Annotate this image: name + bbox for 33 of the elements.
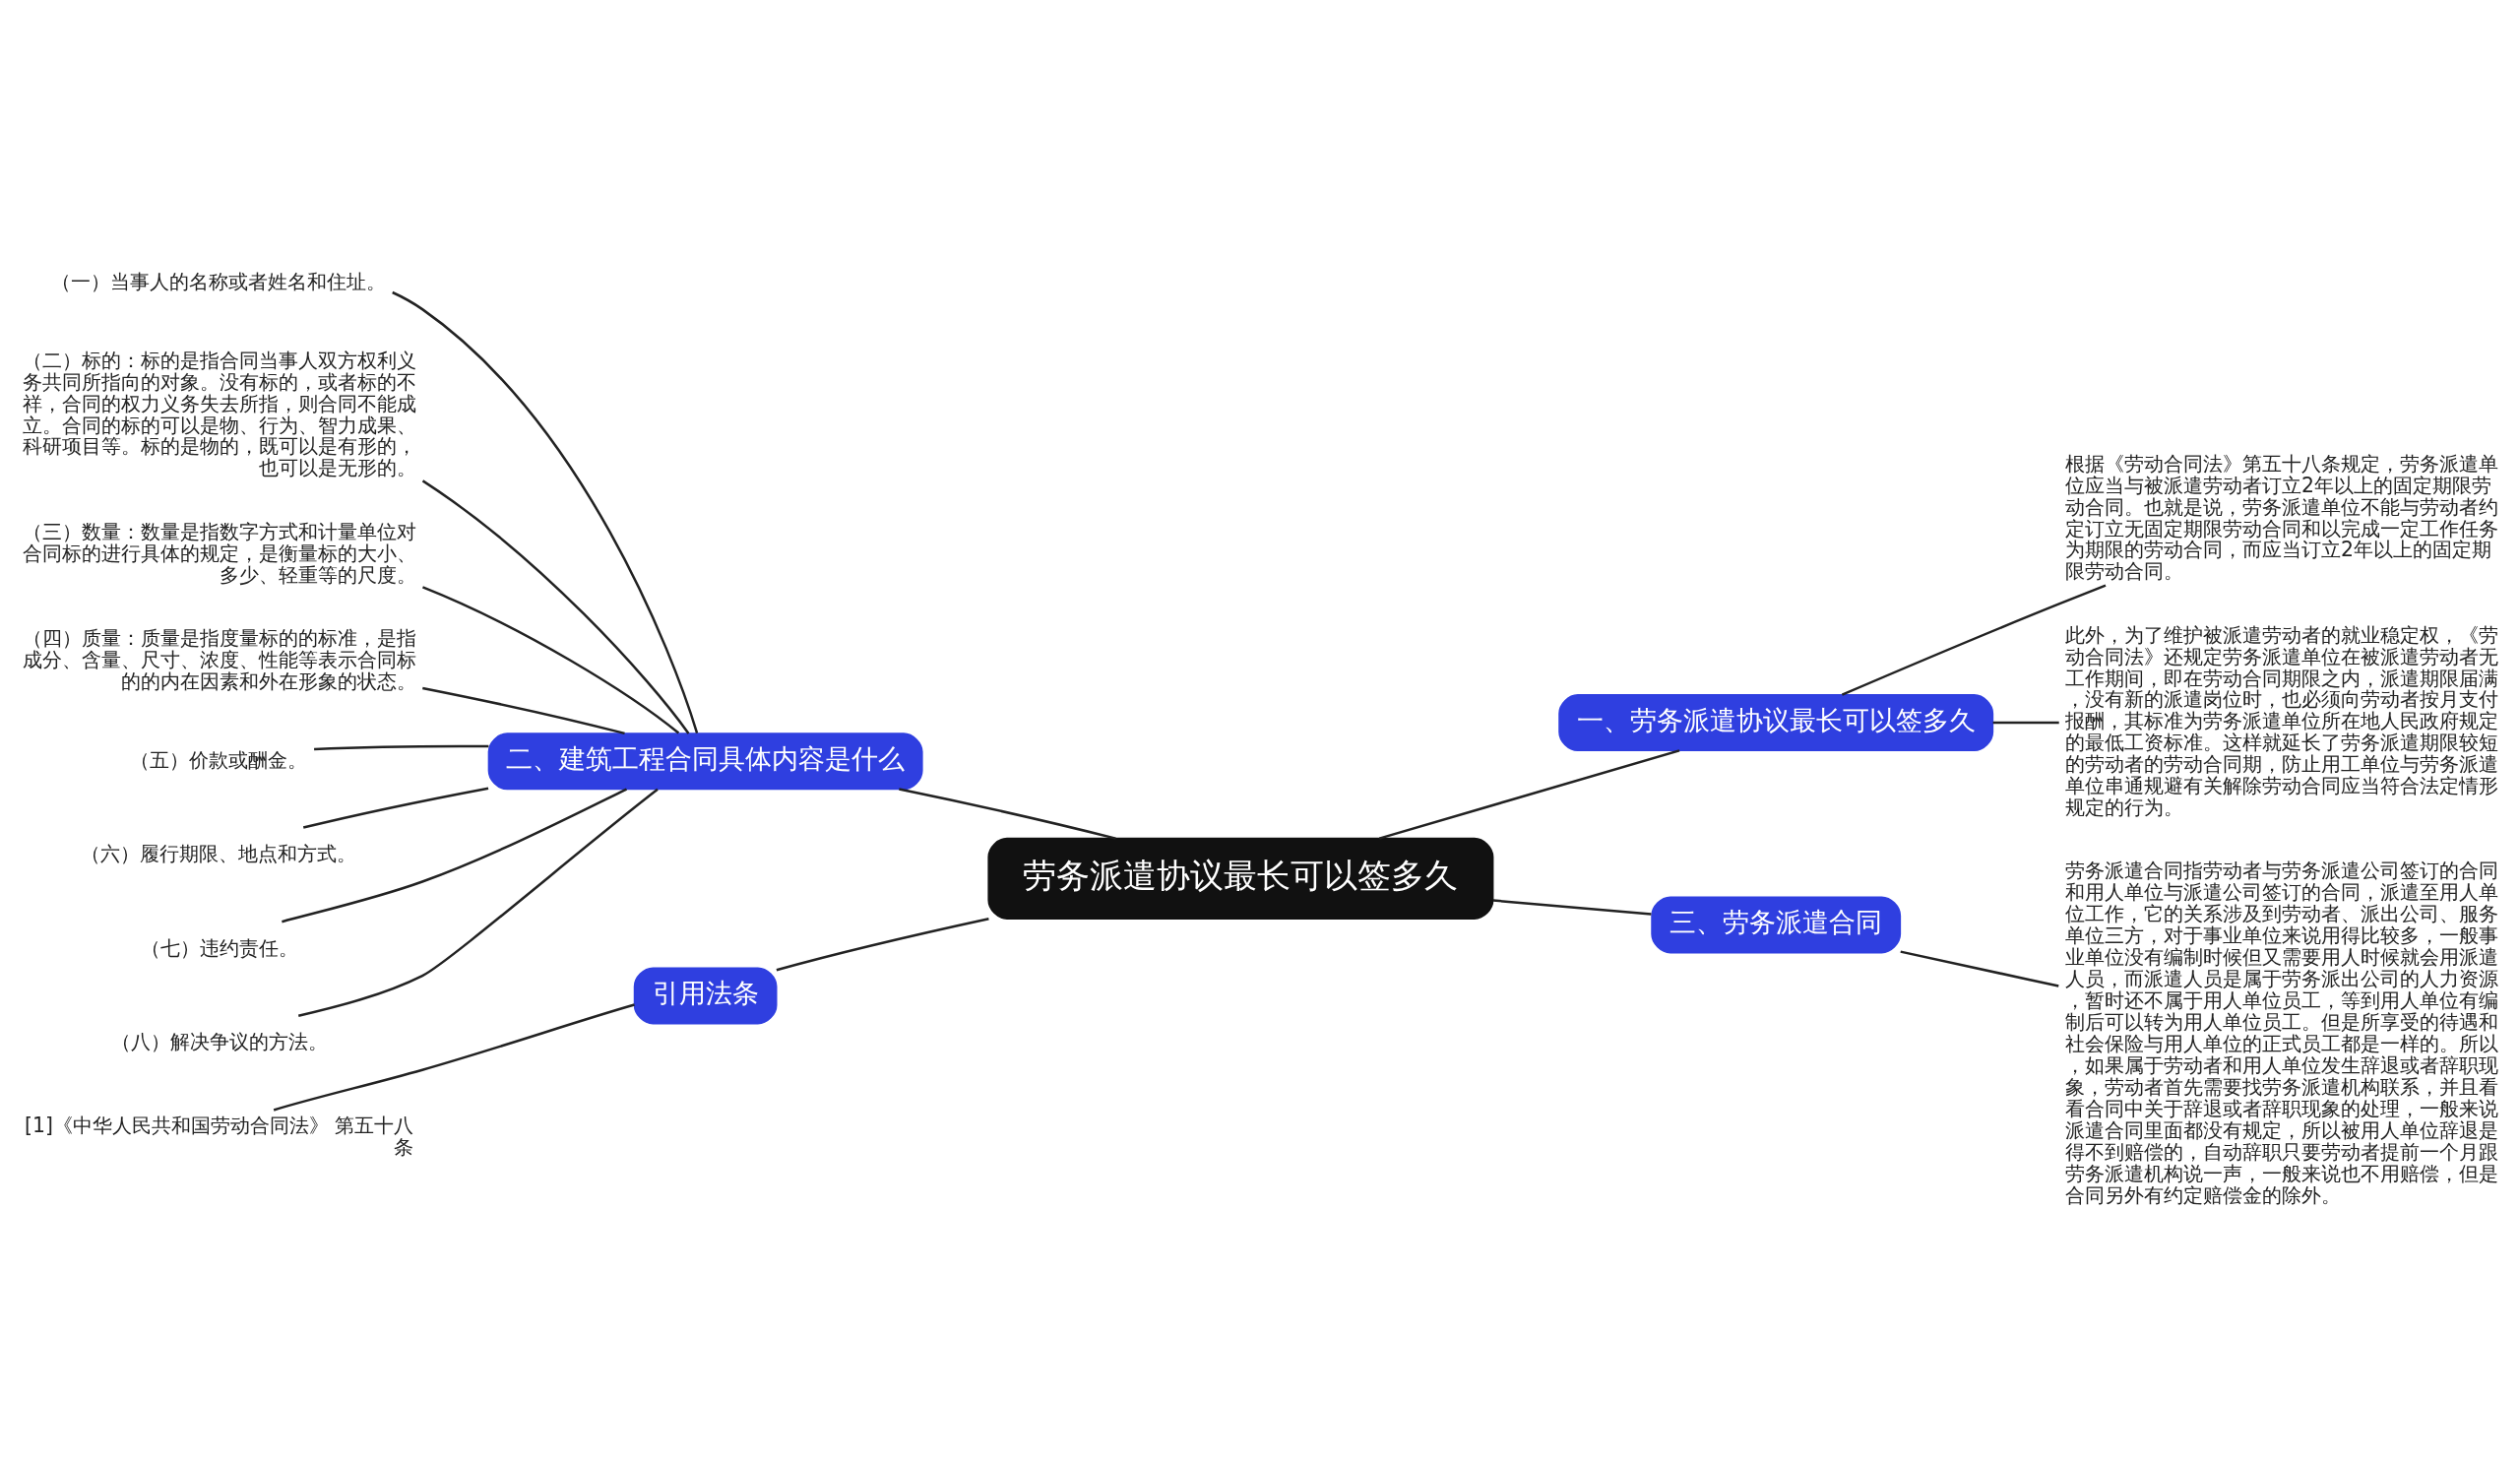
connector (282, 788, 628, 923)
connector (297, 788, 659, 1017)
node-text: （七）违约责任。 (140, 935, 298, 960)
node-box: 三、劳务派遣合同 (1651, 896, 1902, 954)
connector (1378, 749, 1680, 840)
node-box: 劳务派遣协议最长可以签多久 (987, 837, 1494, 920)
connector (314, 744, 489, 751)
connector (421, 586, 680, 734)
connector (899, 788, 1116, 840)
node-text: 此外，为了维护被派遣劳动者的就业稳定权，《劳动合同法》还规定劳务派遣单位在被派遣劳动者无工作期间，即在劳动合同期限之内，派遣期限届满，没有新的派遣岗位时，也必须向劳动者按月支付报酬，其标准为劳务派遣单位所在地人民政府规定的最低工资标准。这样就延长了劳务派遣期限较短的劳动者的劳动合同期，防止用工单位与劳务派遣单位串通规避有关解除劳动合同应当符合法定情形规定的行为。 (2065, 622, 2499, 820)
connector (421, 479, 690, 734)
connector (392, 290, 699, 733)
node-text: （六）履行期限、地点和方式。 (81, 842, 357, 866)
node-text: （四）质量：质量是指度量标的的标准，是指成分、含量、尺寸、浓度、性能等表示合同标的的内在因素和外在形象的状态。 (22, 625, 416, 693)
connector (422, 686, 625, 735)
connector (1841, 584, 2107, 696)
connector (1492, 899, 1652, 916)
node-text: （八）解决争议的方法。 (110, 1030, 328, 1054)
node-text: [1]《中华人民共和国劳动合同法》 第五十八条 (25, 1114, 414, 1159)
node-text: 根据《劳动合同法》第五十八条规定，劳务派遣单位应当与被派遣劳动者订立2年以上的固定期限劳动合同。也就是说，劳务派遣单位不能与劳动者约定订立无固定期限劳动合同和以完成一定工作任务为期限的劳动合同，而应当订立2年以上的固定期限劳动合同。 (2065, 451, 2499, 584)
node-text: （五）价款或酬金。 (130, 747, 308, 772)
node-text: （一）当事人的名称或者姓名和住址。 (51, 269, 387, 293)
connector (776, 917, 989, 972)
node-box: 二、建筑工程合同具体内容是什么 (487, 732, 923, 791)
node-box: 引用法条 (633, 967, 778, 1025)
node-text: （三）数量：数量是指数字方式和计量单位对合同标的进行具体的规定，是衡量标的大小、多少、轻重等的尺度。 (22, 519, 416, 587)
node-text: 劳务派遣合同指劳动者与劳务派遣公司签订的合同和用人单位与派遣公司签订的合同，派遣至用人单位工作，它的关系涉及到劳动者、派出公司、服务单位三方，对于事业单位来说用得比较多，一般事业单位没有编制时候但又需要用人时候就会用派遣人员，而派遣人员是属于劳务派出公司的人力资源，暂时还不属于用人单位员工，等到用人单位有编制后可以转为用人单位员工。但是所享受的待遇和社会保险与用人单位的正式员工都是一样的。所以，如果属于劳动者和用人单位发生辞退或者辞职现象，劳动者首先需要找劳务派遣机构联系，并且看看合同中关于辞退或者辞职现象的处理，一般来说派遣合同里面都没有规定，所以被用人单位辞退是得不到赔偿的，自动辞职只要劳动者提前一个月跟劳务派遣机构说一声，一般来说也不用赔偿，但是合同另外有约定赔偿金的除外。 (2065, 859, 2499, 1207)
connector (302, 787, 489, 829)
connector (273, 1003, 635, 1112)
connector (1992, 721, 2059, 725)
connector (1900, 950, 2059, 987)
node-text: （二）标的：标的是指合同当事人双方权利义务共同所指向的对象。没有标的，或者标的不祥，合同的权力义务失去所指，则合同不能成立。合同的标的可以是物、行为、智力成果、科研项目等。标的是物的，既可以是有形的，也可以是无形的。 (22, 348, 416, 480)
node-box: 一、劳务派遣协议最长可以签多久 (1558, 694, 1994, 752)
